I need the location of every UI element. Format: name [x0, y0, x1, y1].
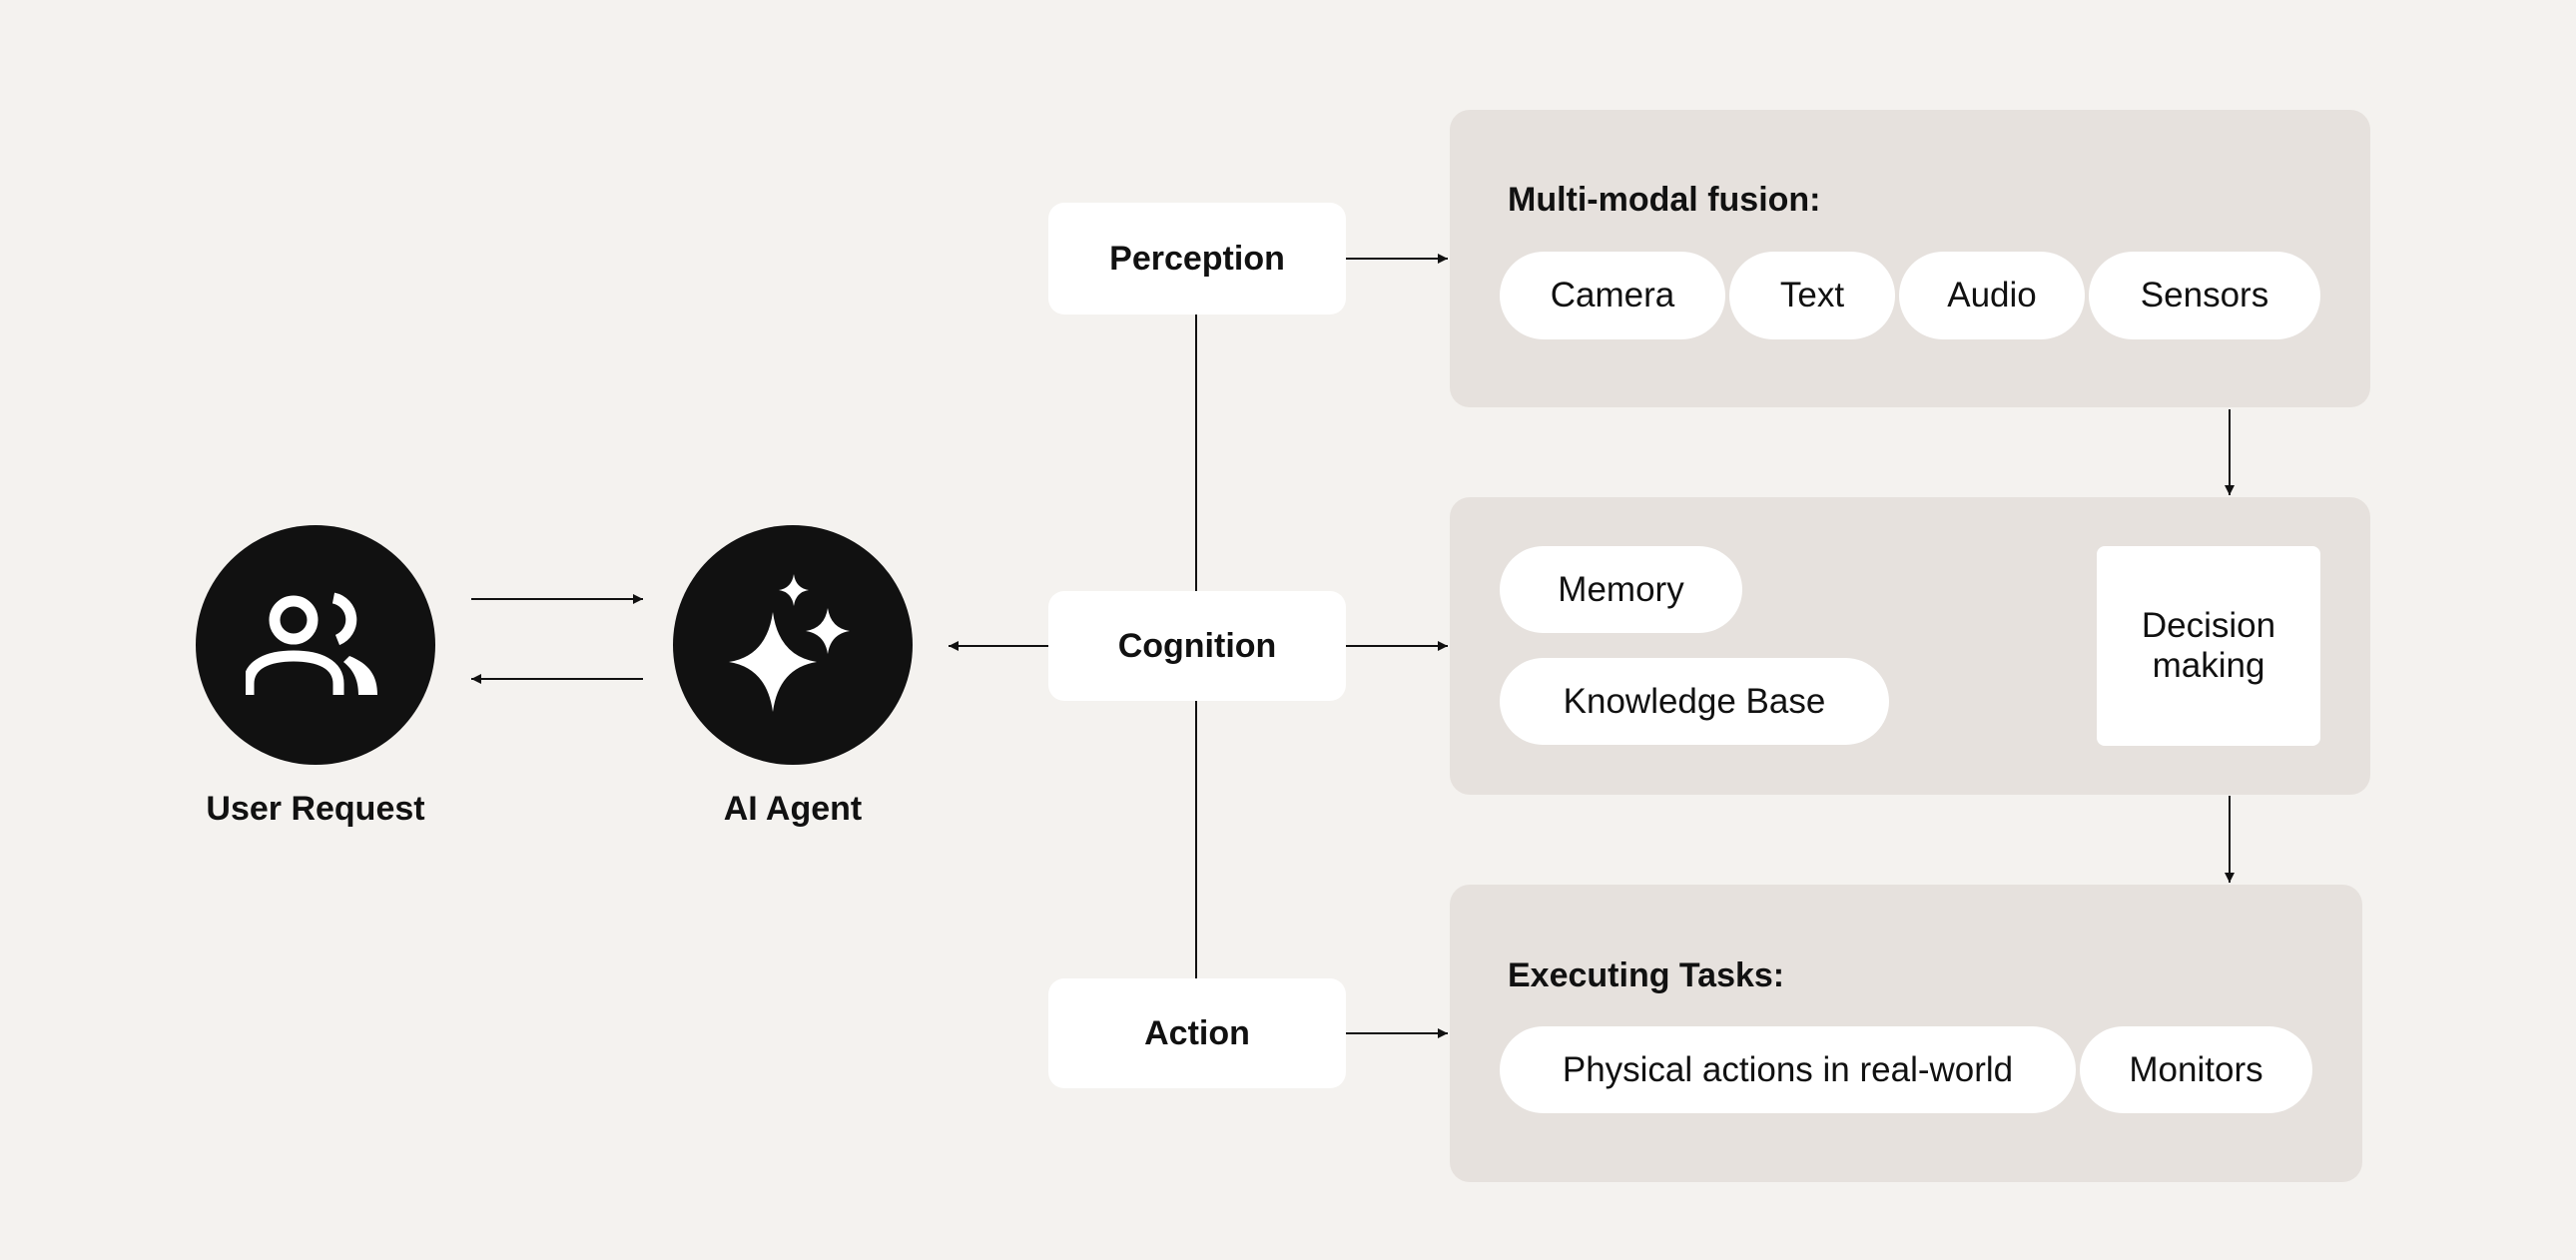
monitors-pill: Monitors	[2080, 1026, 2312, 1113]
camera-pill: Camera	[1500, 252, 1725, 339]
user-request-label: User Request	[206, 790, 425, 828]
audio-pill: Audio	[1899, 252, 2085, 339]
perception-stage: Perception	[1048, 203, 1346, 315]
perception-panel-title: Multi-modal fusion:	[1508, 181, 1821, 219]
decision-line-1: Decision	[2141, 606, 2276, 645]
sensors-pill: Sensors	[2089, 252, 2320, 339]
ai-agent-node	[673, 525, 913, 765]
text-pill: Text	[1729, 252, 1895, 339]
knowledge-base-pill: Knowledge Base	[1500, 658, 1889, 745]
action-stage: Action	[1048, 978, 1346, 1088]
physical-actions-pill: Physical actions in real-world	[1500, 1026, 2076, 1113]
decision-making-node: Decision making	[2097, 546, 2320, 746]
action-panel-title: Executing Tasks:	[1508, 956, 1785, 994]
sparkles-icon	[729, 574, 850, 712]
user-request-node	[196, 525, 435, 765]
users-icon	[246, 592, 377, 695]
ai-agent-label: AI Agent	[723, 790, 863, 828]
decision-line-2: making	[2152, 646, 2265, 685]
cognition-stage: Cognition	[1048, 591, 1346, 701]
memory-pill: Memory	[1500, 546, 1742, 633]
